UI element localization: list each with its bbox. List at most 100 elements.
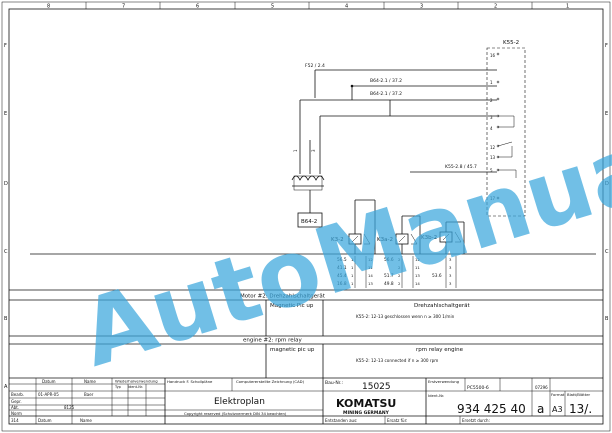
col-name: Name bbox=[84, 379, 96, 384]
contact-ref: 41.1 bbox=[337, 265, 347, 271]
ident-number: 934 425 40 bbox=[457, 402, 526, 416]
contact-pin: 14 bbox=[415, 281, 420, 286]
col-label: 6 bbox=[196, 4, 199, 10]
contact-ref: 49.8 bbox=[384, 281, 394, 287]
contact-pin: 3 bbox=[449, 281, 452, 286]
ersetzt-durch: Ersetzt durch: bbox=[462, 418, 490, 423]
pin: 4 bbox=[490, 126, 493, 131]
row-label: F bbox=[4, 43, 7, 49]
col-label: 2 bbox=[494, 4, 497, 10]
title-block: Datum Name Wiederholverwendung Typ Ident… bbox=[9, 377, 603, 424]
contact-pin: 11 bbox=[368, 265, 373, 270]
typ: Typ bbox=[114, 385, 122, 389]
contact-pin: 1 bbox=[351, 273, 354, 278]
schematic: K55-2 16 1 2 3 4 12 13 5 17 bbox=[30, 40, 596, 288]
contacts-k3-2: 56.5 41.1 45.4 16.8 1 12 1 11 1 14 1 13 bbox=[337, 256, 373, 288]
description-block-en: engine #2: rpm relay magnetic pic up rpm… bbox=[9, 338, 603, 378]
index: a bbox=[537, 402, 544, 416]
signal-b64a: B64-2.1 / 37.2 bbox=[370, 78, 402, 84]
pin: 12 bbox=[490, 145, 496, 150]
col-label: 7 bbox=[122, 4, 125, 10]
contact-ref: 56.5 bbox=[337, 257, 347, 263]
erstverwendung: Erstverwendung bbox=[428, 379, 460, 384]
col-label: 3 bbox=[420, 4, 423, 10]
ident-short: 07296 bbox=[535, 385, 548, 390]
copyright: Copyright reserved (Schutzvermerk DIN 34… bbox=[184, 411, 287, 416]
row-markers: F E D C B A F E D C B bbox=[4, 43, 609, 390]
col-datum: Datum bbox=[42, 379, 56, 384]
brand-logo: KOMATSU bbox=[336, 397, 396, 410]
pin: 16 bbox=[490, 53, 496, 58]
relay-k3a-2: K3a-2 bbox=[377, 215, 421, 254]
sensor-b64-2: 1 3 B64-2 bbox=[291, 140, 325, 228]
relay-k3-2: K3-2 bbox=[331, 199, 376, 254]
blatt: 13/. bbox=[569, 402, 592, 416]
col-label: 8 bbox=[47, 4, 50, 10]
col-label: 4 bbox=[345, 4, 348, 10]
row-bearb: Bearb. bbox=[11, 392, 24, 397]
contact-ref: 45.4 bbox=[337, 273, 347, 279]
row-label: A bbox=[4, 384, 8, 390]
ersatz-fur: Ersatz für: bbox=[387, 418, 408, 423]
contact-ref: 56.6 bbox=[384, 257, 394, 263]
format: A3 bbox=[552, 405, 563, 414]
relay-k3b-2: K3b-2 bbox=[421, 221, 465, 254]
contact-ref: 51.7 bbox=[384, 273, 394, 279]
blatt-label: Blatt/Blätter bbox=[567, 392, 591, 397]
pin: 2 bbox=[490, 98, 493, 103]
row-label: D bbox=[4, 181, 8, 187]
contact-pin: 2 bbox=[398, 273, 401, 278]
entstanden: Entstanden aus: bbox=[325, 418, 358, 423]
pin: 1 bbox=[490, 80, 493, 85]
en-right-title: rpm relay engine bbox=[416, 347, 464, 353]
signal-k55: K55-2.8 / 45.7 bbox=[445, 164, 477, 170]
typ-value: PC5500-6 bbox=[467, 385, 489, 391]
drawing-title: Elektroplan bbox=[214, 397, 265, 407]
pin: 13 bbox=[490, 155, 496, 160]
contact-pin: 2 bbox=[398, 281, 401, 286]
contact-pin: 2 bbox=[398, 257, 401, 262]
de-title: Motor #2: Drehzahlschaltgerät bbox=[240, 294, 326, 300]
column-markers: 8 7 6 5 4 3 2 1 bbox=[47, 2, 569, 10]
en-title: engine #2: rpm relay bbox=[243, 338, 302, 344]
row-label: F bbox=[605, 43, 608, 49]
relay-label: K3b-2 bbox=[421, 235, 437, 241]
row-label: B bbox=[605, 316, 609, 322]
contacts-k3b-2: 53.6 3 3 3 3 bbox=[432, 256, 457, 288]
contact-pin: 3 bbox=[449, 265, 452, 270]
col-label: 5 bbox=[271, 4, 274, 10]
contact-pin: 14 bbox=[368, 273, 373, 278]
pin: 17 bbox=[490, 196, 496, 201]
bau-nr: 15025 bbox=[362, 382, 391, 392]
signal-f52: F52 / 2.4 bbox=[305, 63, 325, 69]
sensor-label: B64-2 bbox=[301, 219, 317, 225]
contact-pin: 1 bbox=[351, 281, 354, 286]
en-right-text: K55-2: 12-13 connected if n ≥ 300 rpm bbox=[356, 358, 438, 363]
ident-nr: Ident-Nr. bbox=[128, 385, 143, 389]
de-right-text: K55-2: 12-13 geschlossen wenn n ≥ 300 1/… bbox=[356, 314, 455, 319]
relay-label: K3-2 bbox=[331, 237, 344, 243]
contact-pin: 2 bbox=[398, 265, 401, 270]
contact-ref: 53.6 bbox=[432, 273, 442, 279]
sensor-wire-label: 1 bbox=[293, 149, 298, 152]
row-gepr: Gepr. bbox=[11, 399, 22, 404]
contact-pin: 1 bbox=[351, 265, 354, 270]
contact-pin: 13 bbox=[415, 273, 420, 278]
contact-pin: 11 bbox=[415, 265, 420, 270]
de-right-title: Drehzahlschaltgerät bbox=[414, 303, 470, 309]
row-label: C bbox=[4, 249, 8, 255]
pin: 3 bbox=[490, 115, 493, 120]
contacts-k3a-2: 56.6 51.7 49.8 2 12 2 11 2 13 2 14 bbox=[384, 256, 420, 288]
bau-nr-label: Bau-Nr.: bbox=[325, 380, 343, 386]
watermark: AutoManual bbox=[69, 103, 612, 387]
contact-pin: 12 bbox=[415, 257, 420, 262]
signal-b64b: B64-2.1 / 37.2 bbox=[370, 91, 402, 97]
relay-label: K3a-2 bbox=[377, 237, 393, 243]
contact-pin: 1 bbox=[351, 257, 354, 262]
brand-sub: MINING GERMANY bbox=[343, 410, 390, 416]
row-label: B bbox=[4, 316, 8, 322]
format-label: Format bbox=[551, 392, 565, 397]
row-label: E bbox=[605, 111, 608, 117]
ident-label: Ident-Nr. bbox=[428, 393, 444, 398]
connector-name: K55-2 bbox=[503, 40, 519, 46]
